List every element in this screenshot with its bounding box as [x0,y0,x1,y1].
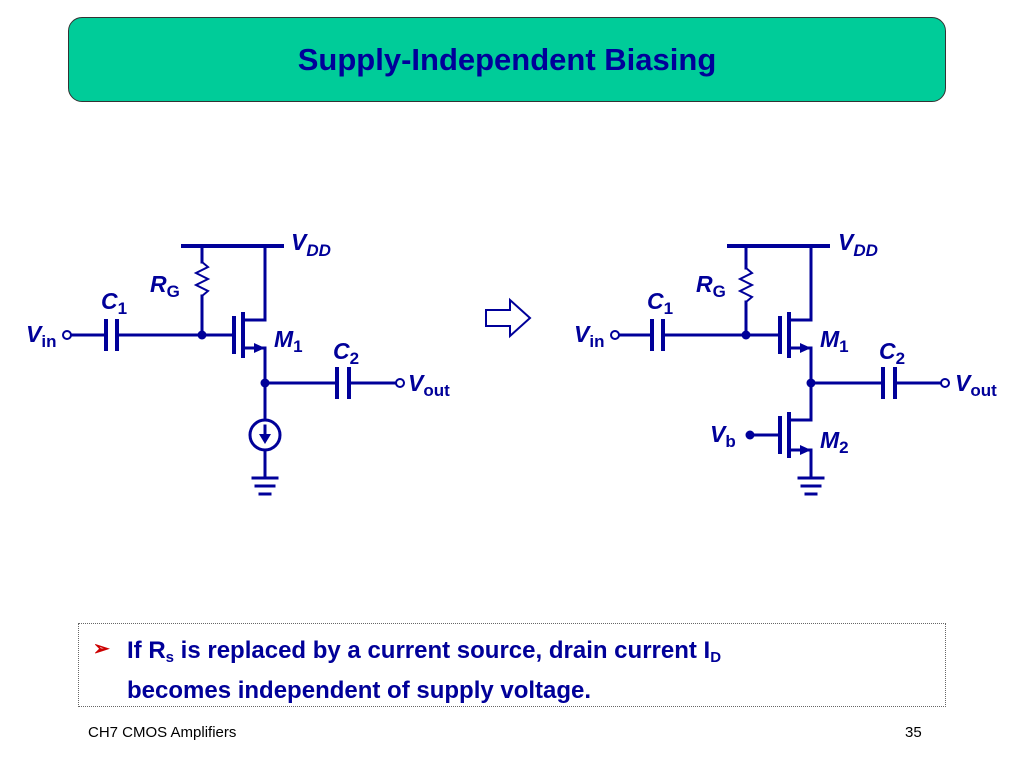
left-rg-label: RG [150,271,180,301]
title-banner: Supply-Independent Biasing [68,17,946,102]
note-box: ➢ If Rs is replaced by a current source,… [78,623,946,707]
left-m1-source-arrow [254,343,265,353]
footer-course: CH7 CMOS Amplifiers [88,724,237,741]
left-rg-resistor [193,260,211,298]
note-line-1: If Rs is replaced by a current source, d… [127,637,722,666]
left-output-node [260,378,270,388]
right-rg-resistor [737,266,755,304]
right-m2-label: M2 [820,427,849,457]
right-vb-node [745,430,755,440]
right-vb-label: Vb [710,421,736,451]
right-m1-source-arrow [800,343,811,353]
left-circuit [64,244,398,496]
left-vin-label: Vin [26,321,56,351]
right-m1-label: M1 [820,326,849,356]
page-number: 35 [905,724,922,741]
right-arrow-outline-icon [485,297,532,339]
right-c1-label: C1 [647,288,673,318]
right-m2-source-arrow [800,445,811,455]
right-gate-node [741,330,751,340]
right-m1-drain [787,244,813,322]
note-line-2: becomes independent of supply voltage. [127,677,592,704]
left-c1-label: C1 [101,288,127,318]
slide-title: Supply-Independent Biasing [297,41,717,77]
left-m1-drain [241,244,267,322]
right-vdd-label: VDD [838,229,878,260]
left-vout-label: Vout [408,370,450,400]
right-rg-label: RG [696,271,726,301]
left-vout-terminal [395,378,405,388]
left-gate-node [197,330,207,340]
left-vin-terminal [62,330,72,340]
left-c2-label: C2 [333,338,359,368]
right-c2-label: C2 [879,338,905,368]
right-vin-label: Vin [574,321,604,351]
bullet-arrow-icon: ➢ [93,638,110,660]
right-output-node [806,378,816,388]
left-m1-label: M1 [274,326,303,356]
right-vout-label: Vout [955,370,997,400]
right-vin-terminal [610,330,620,340]
right-m2-drain [787,416,813,422]
right-circuit [613,244,943,496]
left-current-arrow [259,434,271,444]
right-vout-terminal [940,378,950,388]
circuit-diagram: VDD RG C1 Vin M1 C2 Vout VDD RG C1 Vin M… [26,229,997,496]
left-vdd-label: VDD [291,229,331,260]
